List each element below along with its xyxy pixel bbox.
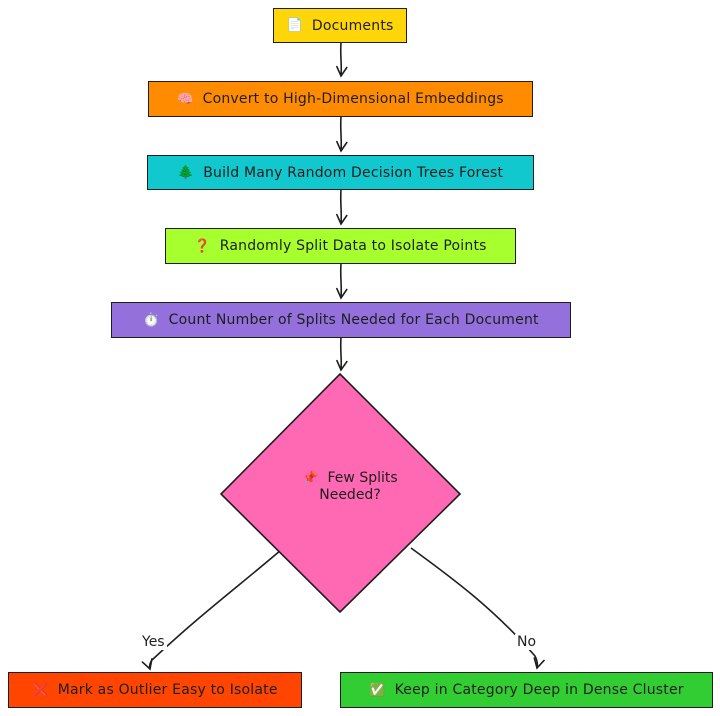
node-count-label: Count Number of Splits Needed for Each D… [168,312,539,328]
decision-line2: Needed? [319,487,381,503]
question-icon: ❓ [194,238,211,254]
arrow-embeddings-forest [336,116,348,153]
arrow-documents-embeddings [336,42,348,78]
node-outlier-label: Mark as Outlier Easy to Isolate [57,682,278,698]
node-forest: 🌲 Build Many Random Decision Trees Fores… [147,155,534,190]
cross-mark-icon: ❌ [32,682,49,698]
arrow-decision-keep [410,547,545,670]
node-embeddings: 🧠 Convert to High-Dimensional Embeddings [148,81,533,117]
arrow-decision-outlier [141,549,282,671]
check-mark-icon: ✅ [369,682,386,698]
edge-label-no: No [515,634,539,650]
stopwatch-icon: ⏱️ [143,312,160,328]
brain-icon: 🧠 [177,91,194,107]
tree-icon: 🌲 [177,165,195,180]
node-keep-label: Keep in Category Deep in Dense Cluster [394,682,684,698]
decision-line1: Few Splits [327,470,398,486]
edge-label-yes: Yes [140,634,167,650]
node-documents: 📄 Documents [273,8,407,43]
node-documents-label: Documents [311,17,394,34]
node-embeddings-label: Convert to High-Dimensional Embeddings [202,91,504,107]
node-split-label: Randomly Split Data to Isolate Points [219,238,487,254]
pushpin-icon: 📌 [302,471,319,486]
arrow-count-decision [336,337,348,372]
node-count: ⏱️ Count Number of Splits Needed for Eac… [111,302,571,338]
decision-diamond [219,372,462,614]
arrow-forest-split [336,189,348,226]
node-outlier: ❌ Mark as Outlier Easy to Isolate [8,672,302,708]
decision-label: 📌 Few Splits Needed? [260,470,440,504]
node-forest-label: Build Many Random Decision Trees Forest [203,164,504,181]
node-split: ❓ Randomly Split Data to Isolate Points [165,228,516,264]
node-keep: ✅ Keep in Category Deep in Dense Cluster [340,672,713,708]
arrow-split-count [336,263,348,300]
document-icon: 📄 [286,18,303,33]
